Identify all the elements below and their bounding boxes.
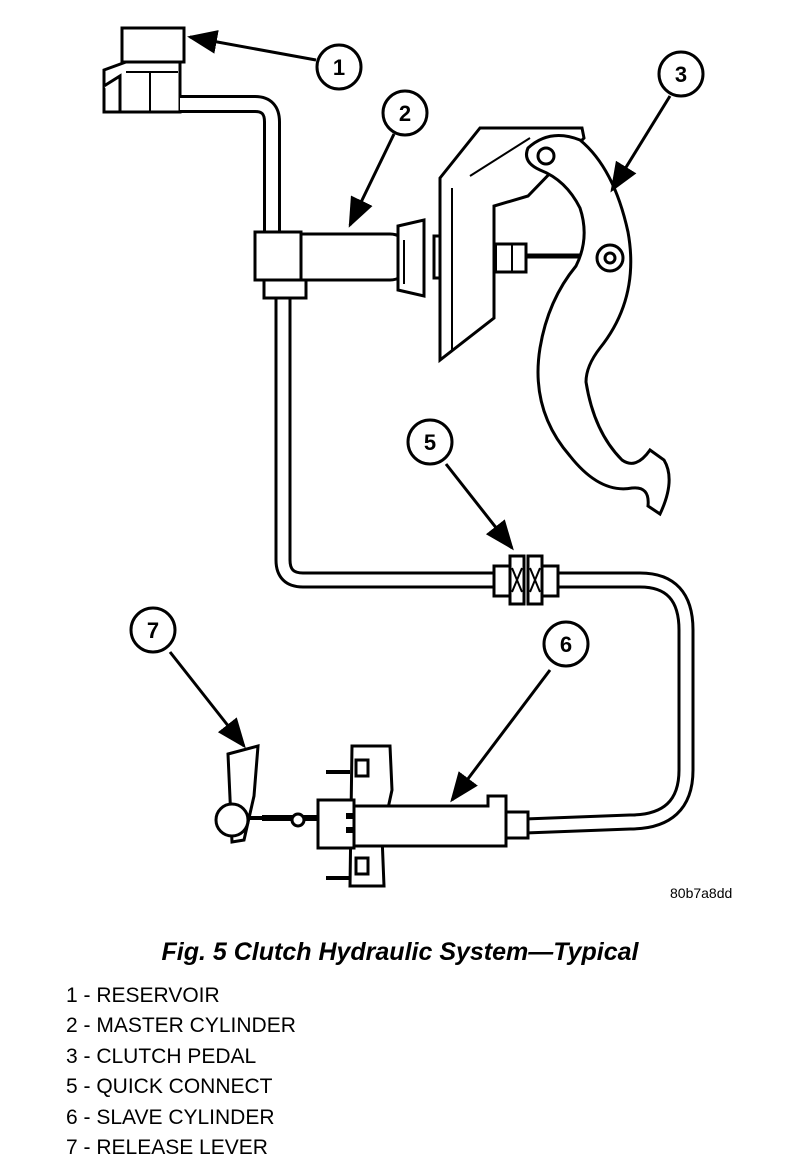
svg-text:6: 6 (560, 632, 572, 657)
callout-arrows (168, 30, 672, 803)
reservoir-hose (180, 95, 281, 232)
reservoir (102, 26, 186, 114)
svg-text:2: 2 (399, 101, 411, 126)
hydraulic-line (274, 290, 695, 835)
legend-item: 5 - QUICK CONNECT (66, 1075, 273, 1099)
quick-connect (492, 554, 560, 606)
clutch-pedal (525, 134, 671, 517)
callout-1: 1 (315, 43, 363, 91)
legend-item: 3 - CLUTCH PEDAL (66, 1044, 257, 1068)
svg-text:1: 1 (333, 55, 345, 80)
callout-6: 6 (542, 620, 590, 668)
callout-5: 5 (406, 418, 454, 466)
figure-id: 80b7a8dd (670, 885, 733, 901)
pedal-bracket (438, 126, 586, 364)
callout-7: 7 (129, 606, 177, 654)
svg-text:7: 7 (147, 618, 159, 643)
legend-item: 2 - MASTER CYLINDER (66, 1014, 296, 1038)
legend-list: 1 - RESERVOIR 2 - MASTER CYLINDER 3 - CL… (66, 984, 296, 1166)
legend-item: 1 - RESERVOIR (66, 984, 220, 1007)
callout-3: 3 (657, 50, 705, 98)
legend-item: 6 - SLAVE CYLINDER (66, 1105, 275, 1129)
callout-2: 2 (381, 89, 429, 137)
slave-cylinder (262, 744, 530, 888)
release-lever (214, 744, 264, 844)
legend-item: 7 - RELEASE LEVER (66, 1135, 268, 1159)
svg-text:5: 5 (424, 430, 436, 455)
figure-caption: Fig. 5 Clutch Hydraulic System—Typical (161, 938, 639, 966)
clutch-hydraulic-diagram: 1 2 3 5 6 7 (102, 26, 705, 888)
master-cylinder (253, 218, 598, 300)
svg-text:3: 3 (675, 62, 687, 87)
